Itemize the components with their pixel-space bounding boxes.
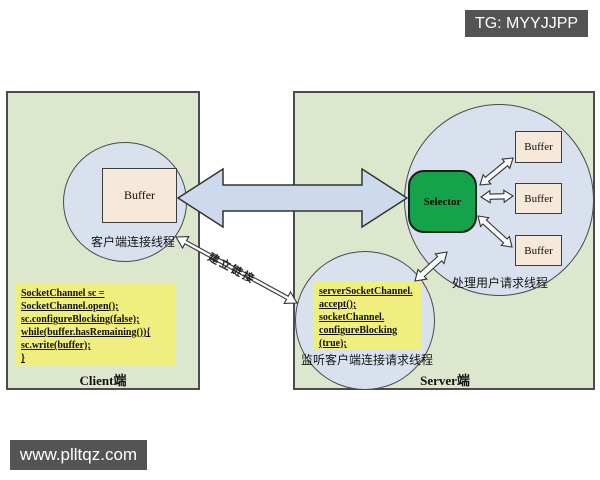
- server-title: Server端: [420, 373, 470, 388]
- server-handler-thread-label: 处理用户请求线程: [451, 276, 548, 290]
- connection-label: 建立链接: [205, 251, 258, 287]
- code-line: SocketChannel sc =: [21, 288, 105, 299]
- server-buffer-label: Buffer: [524, 141, 553, 153]
- watermark-website: www.plltqz.com: [10, 440, 147, 470]
- server-buffer-box-2: Buffer: [515, 183, 562, 214]
- client-code-box: SocketChannel sc = SocketChannel.open();…: [15, 283, 176, 365]
- code-line: sc.write(buffer);: [21, 340, 91, 351]
- client-title: Client端: [79, 373, 127, 388]
- code-line: }: [21, 353, 25, 364]
- server-listener-thread-label: 监听客户端连接请求线程: [300, 353, 433, 367]
- client-thread-label: 客户端连接线程: [90, 235, 175, 249]
- server-buffer-label: Buffer: [524, 244, 553, 257]
- client-buffer-label: Buffer: [123, 188, 156, 202]
- server-code-box: serverSocketChannel. accept(); socketCha…: [313, 281, 422, 350]
- selector-label: Selector: [423, 195, 462, 208]
- client-buffer-box: Buffer: [102, 168, 177, 223]
- code-line: SocketChannel.open();: [21, 301, 119, 312]
- code-line: serverSocketChannel.: [319, 286, 413, 297]
- code-line: sc.configureBlocking(false);: [21, 314, 140, 325]
- code-line: accept();: [319, 299, 357, 310]
- code-line: socketChannel.: [319, 312, 385, 323]
- server-buffer-box-3: Buffer: [515, 235, 562, 266]
- code-line: configureBlocking: [319, 325, 398, 336]
- code-line: (true);: [319, 338, 347, 349]
- server-buffer-label: Buffer: [524, 192, 553, 205]
- server-buffer-box-1: Buffer: [515, 131, 562, 163]
- selector-box: Selector: [408, 170, 477, 233]
- watermark-telegram: TG: MYYJJPP: [465, 10, 588, 37]
- code-line: while(buffer.hasRemaining()){: [21, 327, 151, 338]
